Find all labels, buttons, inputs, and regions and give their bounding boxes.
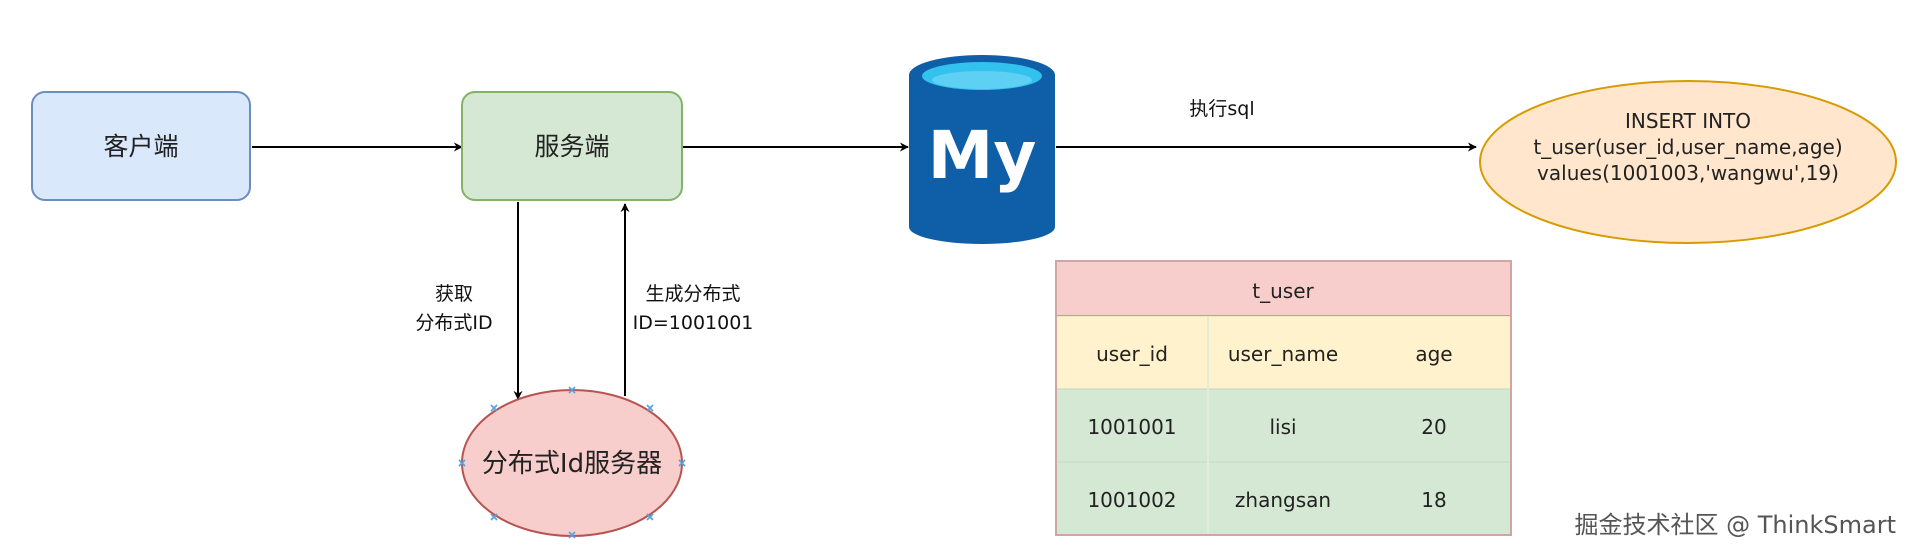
edges — [252, 142, 1477, 400]
connection-points — [458, 386, 686, 539]
edge-label-exec-sql: 执行sql — [1189, 98, 1254, 120]
table-row — [1055, 461, 1512, 536]
edge-label-gen-id-line1: 生成分布式 — [645, 283, 740, 305]
sql-line-2: t_user(user_id,user_name,age) — [1533, 135, 1842, 159]
table-header-user-id: user_id — [1096, 342, 1168, 366]
table-cell: 1001001 — [1087, 415, 1176, 439]
client-label: 客户端 — [103, 132, 178, 161]
edge-label-get-id-line2: 分布式ID — [415, 312, 492, 334]
sql-statement-node[interactable]: INSERT INTO t_user(user_id,user_name,age… — [1479, 80, 1897, 244]
server-node[interactable]: 服务端 — [461, 91, 683, 201]
id-service-label: 分布式Id服务器 — [482, 449, 662, 479]
sql-line-3: values(1001003,'wangwu',19) — [1537, 161, 1839, 185]
id-service-node[interactable]: 分布式Id服务器 — [458, 386, 686, 539]
table-cell: zhangsan — [1235, 488, 1331, 512]
edge-label-get-id-line1: 获取 — [435, 283, 473, 305]
server-label: 服务端 — [534, 132, 609, 161]
sql-line-1: INSERT INTO — [1625, 109, 1751, 133]
table-header-user-name: user_name — [1228, 342, 1338, 366]
table-title: t_user — [1252, 279, 1314, 303]
edge-label-gen-id-line2: ID=1001001 — [633, 312, 754, 334]
table-outer-border — [1055, 260, 1512, 536]
table-header-age: age — [1415, 342, 1452, 366]
t-user-table: t_user user_id user_name age 1001001 lis… — [1055, 260, 1512, 536]
table-cell: lisi — [1269, 415, 1296, 439]
mysql-database-icon[interactable]: My — [909, 55, 1055, 244]
client-node[interactable]: 客户端 — [31, 91, 251, 201]
table-cell: 1001002 — [1087, 488, 1176, 512]
mysql-logo-text: My — [928, 117, 1037, 194]
watermark: 掘金技术社区 @ ThinkSmart — [1574, 511, 1896, 539]
table-row — [1055, 388, 1512, 463]
table-cell: 18 — [1421, 488, 1446, 512]
table-cell: 20 — [1421, 415, 1446, 439]
table-title-bar — [1055, 260, 1512, 317]
